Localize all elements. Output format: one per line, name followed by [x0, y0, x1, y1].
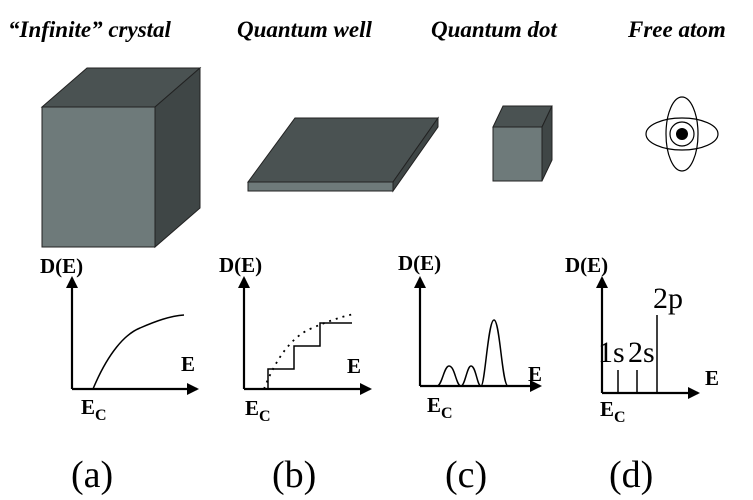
panel-label-d: (d)	[609, 454, 653, 496]
plot-a-x-label: E	[181, 352, 195, 376]
plot-a-y-label: D(E)	[40, 254, 83, 278]
plot-b-bulk-reference	[263, 313, 355, 390]
panel-label-c: (c)	[445, 454, 487, 496]
plot-d-2s-label: 2s	[628, 336, 655, 369]
plot-a: D(E) E EC	[40, 254, 199, 424]
title-quantum-dot: Quantum dot	[431, 17, 558, 42]
plot-b: D(E) E EC	[219, 253, 372, 425]
plot-b-ec-label: EC	[245, 396, 271, 425]
plot-c-x-label: E	[528, 362, 542, 386]
plot-d-y-label: D(E)	[565, 253, 608, 277]
panel-label-a: (a)	[71, 454, 113, 496]
quantum-well-slab	[247, 116, 439, 193]
plot-d-ec-label: EC	[600, 397, 626, 426]
plot-a-dos-curve	[92, 314, 185, 390]
panel-label-b: (b)	[272, 454, 316, 496]
plot-d-x-label: E	[705, 366, 719, 390]
crystal-cube	[40, 66, 202, 249]
plot-c-peaks	[436, 319, 520, 387]
free-atom-icon	[645, 96, 719, 172]
plot-d: D(E) 1s 2s 2p E EC	[565, 253, 719, 426]
plot-b-staircase	[267, 322, 352, 389]
title-free-atom: Free atom	[627, 17, 726, 42]
plot-b-x-label: E	[347, 354, 361, 378]
plot-a-ec-label: EC	[81, 395, 107, 424]
plot-b-y-label: D(E)	[219, 253, 262, 277]
quantum-dot-cube	[492, 105, 553, 182]
plot-c-ec-label: EC	[427, 393, 453, 422]
title-infinite-crystal: “Infinite” crystal	[8, 17, 172, 42]
plot-c: D(E) E EC	[398, 251, 542, 422]
plot-c-y-label: D(E)	[398, 251, 441, 275]
plot-d-2p-label: 2p	[653, 282, 683, 315]
title-quantum-well: Quantum well	[237, 17, 372, 42]
plot-d-1s-label: 1s	[598, 336, 625, 369]
